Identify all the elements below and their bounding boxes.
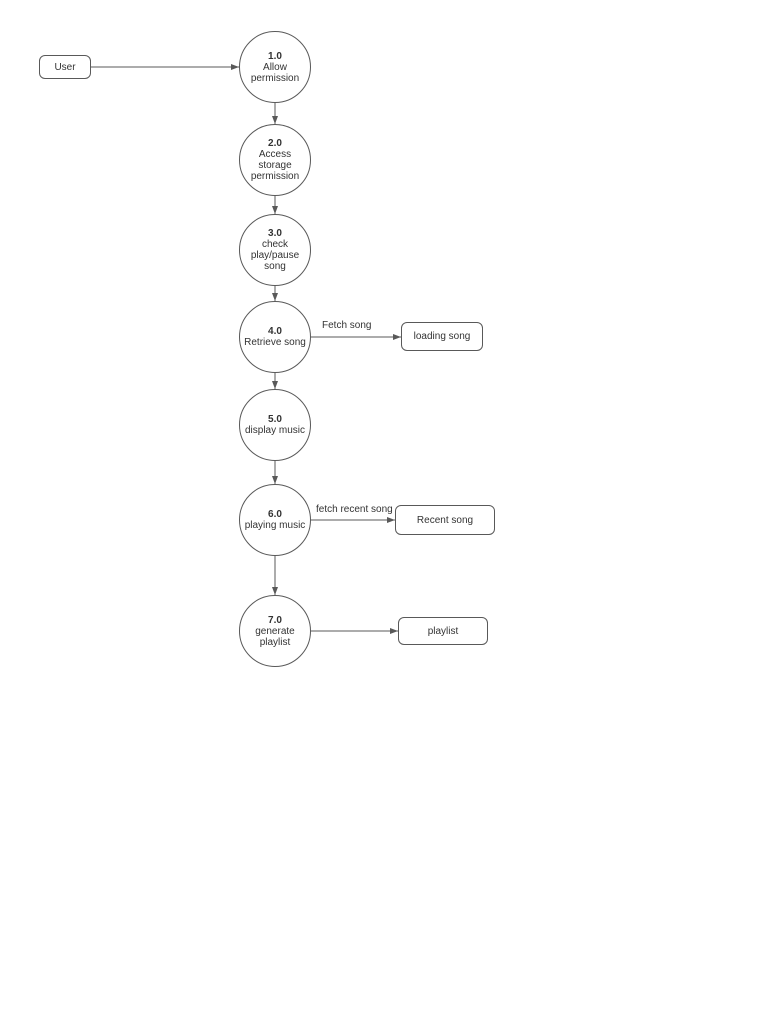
flow-label-fetch-recent-song: fetch recent song bbox=[316, 504, 393, 515]
process-label: generate playlist bbox=[255, 625, 295, 648]
process-3-check-play-pause-song: 3.0 check play/pause song bbox=[239, 214, 311, 286]
process-number: 3.0 bbox=[268, 228, 282, 239]
process-number: 1.0 bbox=[268, 50, 282, 62]
box-recent-song: Recent song bbox=[395, 505, 495, 535]
box-playlist-label: playlist bbox=[427, 625, 459, 637]
process-label: Retrieve song bbox=[244, 337, 306, 348]
process-1-allow-permission: 1.0 Allow permission bbox=[239, 31, 311, 103]
entity-user: User bbox=[39, 55, 91, 79]
process-number: 4.0 bbox=[268, 326, 282, 337]
entity-user-label: User bbox=[54, 61, 76, 73]
process-label: playing music bbox=[244, 520, 306, 531]
box-playlist: playlist bbox=[398, 617, 488, 645]
process-6-playing-music: 6.0 playing music bbox=[239, 484, 311, 556]
process-number: 6.0 bbox=[268, 509, 282, 520]
process-label: check play/pause song bbox=[250, 239, 300, 272]
process-2-access-storage-permission: 2.0 Access storage permission bbox=[239, 124, 311, 196]
flow-label-fetch-song: Fetch song bbox=[322, 320, 372, 331]
process-number: 7.0 bbox=[268, 614, 282, 626]
process-label: display music bbox=[244, 425, 306, 436]
process-label: Allow permission bbox=[250, 61, 300, 84]
process-7-generate-playlist: 7.0 generate playlist bbox=[239, 595, 311, 667]
process-5-display-music: 5.0 display music bbox=[239, 389, 311, 461]
process-4-retrieve-song: 4.0 Retrieve song bbox=[239, 301, 311, 373]
process-label: Access storage permission bbox=[250, 149, 300, 182]
box-recent-song-label: Recent song bbox=[416, 514, 474, 526]
process-number: 5.0 bbox=[268, 414, 282, 425]
box-loading-song-label: loading song bbox=[413, 331, 471, 342]
box-loading-song: loading song bbox=[401, 322, 483, 351]
process-number: 2.0 bbox=[268, 138, 282, 149]
